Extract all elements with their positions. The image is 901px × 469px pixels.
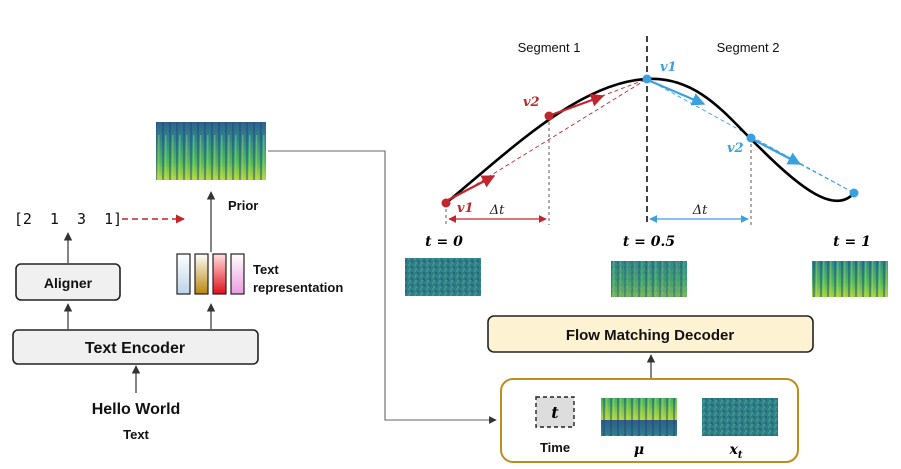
delta-t-left: Δt: [489, 203, 505, 218]
text-repr-label-line2: representation: [253, 280, 343, 295]
ode-trajectory-curve: [445, 77, 855, 205]
prior-spectrogram: [156, 122, 266, 180]
decoder-label: Flow Matching Decoder: [566, 327, 735, 344]
label-v1-right: v1: [660, 60, 677, 75]
repr-vector-3: [212, 253, 227, 295]
point-v2-right: [746, 133, 756, 143]
repr-vector-1: [176, 253, 191, 295]
label-v2-right: v2: [727, 141, 744, 156]
aligner-box: Aligner: [15, 263, 121, 301]
input-caption: Text: [123, 427, 149, 442]
delta-t-right: Δt: [692, 203, 708, 218]
prior-label: Prior: [228, 198, 258, 213]
point-t05: [642, 74, 652, 84]
time-caption: Time: [540, 440, 570, 455]
text-representation-vectors: [176, 253, 245, 295]
label-t0: t = 0: [425, 234, 463, 250]
velocity-arrow-v1-left: [447, 175, 496, 201]
connector-prior-to-mu: [268, 150, 497, 424]
decoder-inputs-box: t Time μ xt: [500, 378, 799, 463]
velocity-arrow-v2-left: [550, 93, 605, 117]
xt-noise: [702, 398, 778, 436]
sample-partial-t05: [611, 261, 687, 297]
velocity-arrow-v1-right: [649, 79, 706, 106]
label-v1-left: v1: [457, 201, 474, 216]
label-t1: t = 1: [833, 234, 871, 250]
sample-clean-t1: [812, 261, 888, 297]
straight-path-blue: [646, 78, 855, 194]
repr-vector-2: [194, 253, 209, 295]
mu-caption: μ: [634, 442, 644, 458]
mu-spectrogram: [601, 398, 677, 436]
text-encoder-box: Text Encoder: [12, 329, 259, 365]
input-text: Hello World: [92, 401, 181, 418]
time-embedding-box: [535, 396, 575, 428]
straight-path-blue-2: [750, 137, 855, 194]
durations-text: [2 1 3 1]: [14, 210, 122, 228]
point-t1: [849, 188, 859, 198]
label-t05: t = 0.5: [623, 234, 675, 250]
point-v2-left: [544, 111, 554, 121]
velocity-arrow-v2-right: [753, 139, 802, 165]
xt-caption: xt: [729, 442, 743, 461]
point-t0: [441, 198, 451, 208]
time-symbol: t: [551, 403, 559, 422]
text-repr-label-line1: Text: [253, 262, 279, 277]
segment1-label: Segment 1: [518, 40, 581, 55]
repr-vector-4: [230, 253, 245, 295]
straight-path-red: [445, 78, 648, 204]
sample-noise-t0: [405, 258, 481, 296]
label-v2-left: v2: [523, 95, 540, 110]
flow-matching-decoder-box: Flow Matching Decoder: [487, 315, 814, 353]
segment2-label: Segment 2: [717, 40, 780, 55]
aligner-label: Aligner: [44, 275, 93, 291]
text-encoder-label: Text Encoder: [85, 340, 185, 357]
